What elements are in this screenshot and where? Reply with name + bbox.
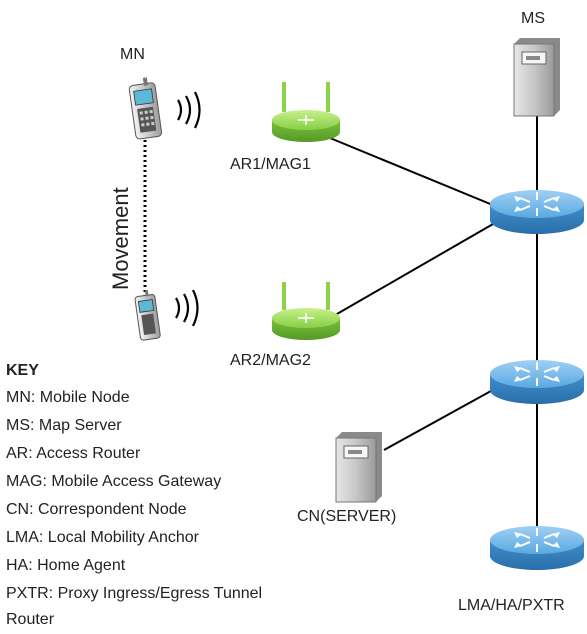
router-icon xyxy=(490,526,584,570)
server-icon xyxy=(513,38,560,117)
movement-label: Movement xyxy=(108,187,133,290)
router-icon xyxy=(490,360,584,404)
wireless-router-icon xyxy=(272,82,340,142)
key-title: KEY xyxy=(6,362,39,379)
key-item: AR: Access Router xyxy=(6,445,141,462)
link-ar2-router xyxy=(329,219,501,319)
ar1-label: AR1/MAG1 xyxy=(230,156,311,173)
mn-label: MN xyxy=(120,46,145,63)
key-item: MAG: Mobile Access Gateway xyxy=(6,473,222,490)
mobile-phone-icon xyxy=(134,290,161,341)
wifi-signal-icon xyxy=(175,289,199,327)
server-icon xyxy=(335,432,382,503)
key-item: HA: Home Agent xyxy=(6,557,126,574)
ar2-label: AR2/MAG2 xyxy=(230,352,311,369)
link-ar1-router xyxy=(329,137,501,209)
cn-label: CN(SERVER) xyxy=(297,508,397,525)
ms-label: MS xyxy=(521,10,545,27)
key-item: MN: Mobile Node xyxy=(6,389,130,406)
key-item: MS: Map Server xyxy=(6,417,122,434)
wireless-router-icon xyxy=(272,282,340,340)
mobile-phone-icon xyxy=(128,77,163,140)
links xyxy=(329,115,538,528)
key-item: Router xyxy=(6,611,55,628)
key-item: PXTR: Proxy Ingress/Egress Tunnel xyxy=(6,585,263,602)
router-icon xyxy=(490,190,584,234)
link-router-cn xyxy=(383,385,501,451)
lma-label: LMA/HA/PXTR xyxy=(458,597,565,614)
key-item: LMA: Local Mobility Anchor xyxy=(6,529,199,546)
wifi-signal-icon xyxy=(177,91,201,129)
key-item: CN: Correspondent Node xyxy=(6,501,187,518)
